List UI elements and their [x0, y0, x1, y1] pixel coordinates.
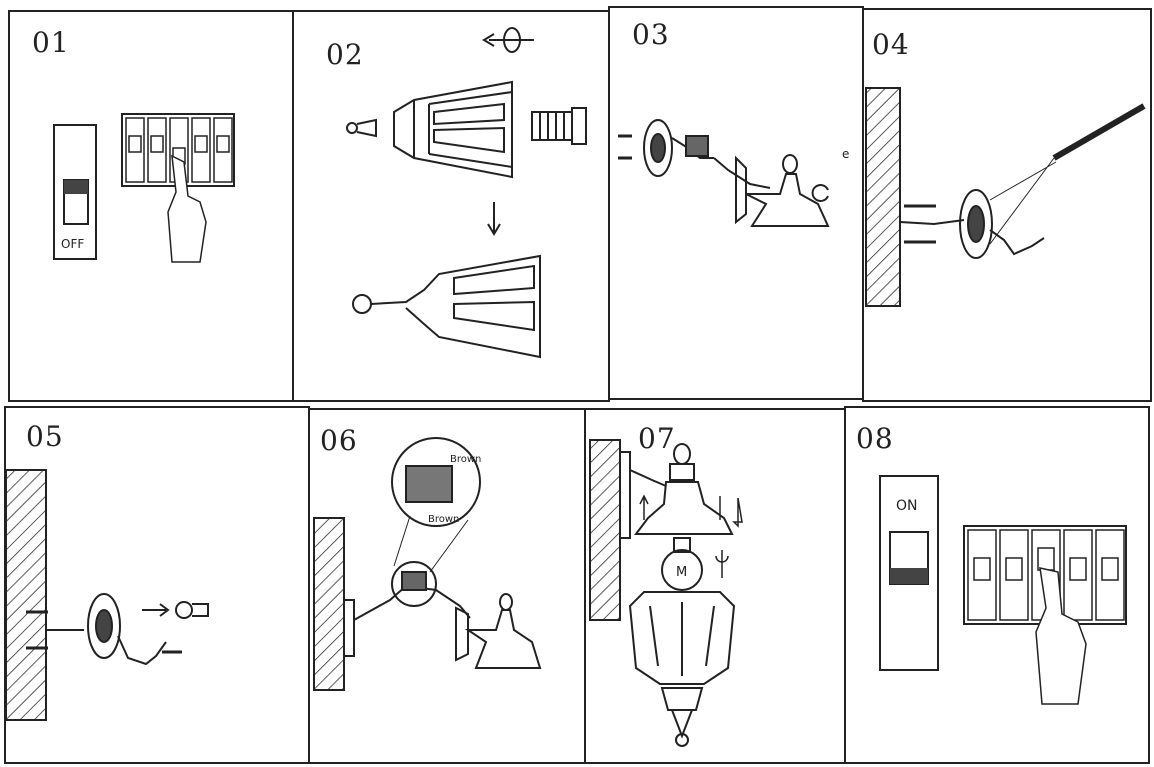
wire-label-bottom: Brown — [428, 514, 459, 525]
step-number: 02 — [326, 38, 364, 71]
svg-text:e: e — [842, 147, 849, 161]
power-switch-off-icon: OFF — [53, 113, 235, 263]
step-panel-06: 06 Brown Brown — [308, 408, 586, 764]
lantern-disassembly-icon — [346, 27, 587, 359]
bulb-install-icon: M — [589, 439, 743, 747]
step-panel-05: 05 — [4, 406, 310, 764]
wire-label-top: Brown — [450, 454, 481, 465]
step-number: 03 — [632, 18, 670, 51]
power-switch-on-icon: ON — [879, 475, 1127, 705]
step-number: 06 — [320, 424, 358, 457]
mounting-plate-screws-icon — [6, 469, 209, 721]
step-panel-03: 03 e — [608, 6, 864, 400]
bulb-mark: M — [676, 565, 687, 580]
step-panel-07: 07 M — [584, 408, 846, 764]
step-panel-08: 08 ON — [844, 406, 1150, 764]
step-number: 04 — [872, 28, 910, 61]
wall-bracket-detach-icon: e — [618, 119, 849, 227]
step-panel-02: 02 — [292, 10, 610, 402]
wire-connector-icon: Brown Brown — [313, 437, 542, 691]
step-number: 01 — [32, 26, 70, 59]
drill-mounting-plate-icon — [865, 87, 1146, 307]
switch-state-label: ON — [896, 498, 918, 514]
step-number: 08 — [856, 422, 894, 455]
step-panel-01: 01 OFF — [8, 10, 294, 402]
step-number: 05 — [26, 420, 64, 453]
switch-state-label: OFF — [61, 237, 84, 251]
step-panel-04: 04 — [862, 8, 1152, 402]
step-number: 07 — [638, 422, 676, 455]
